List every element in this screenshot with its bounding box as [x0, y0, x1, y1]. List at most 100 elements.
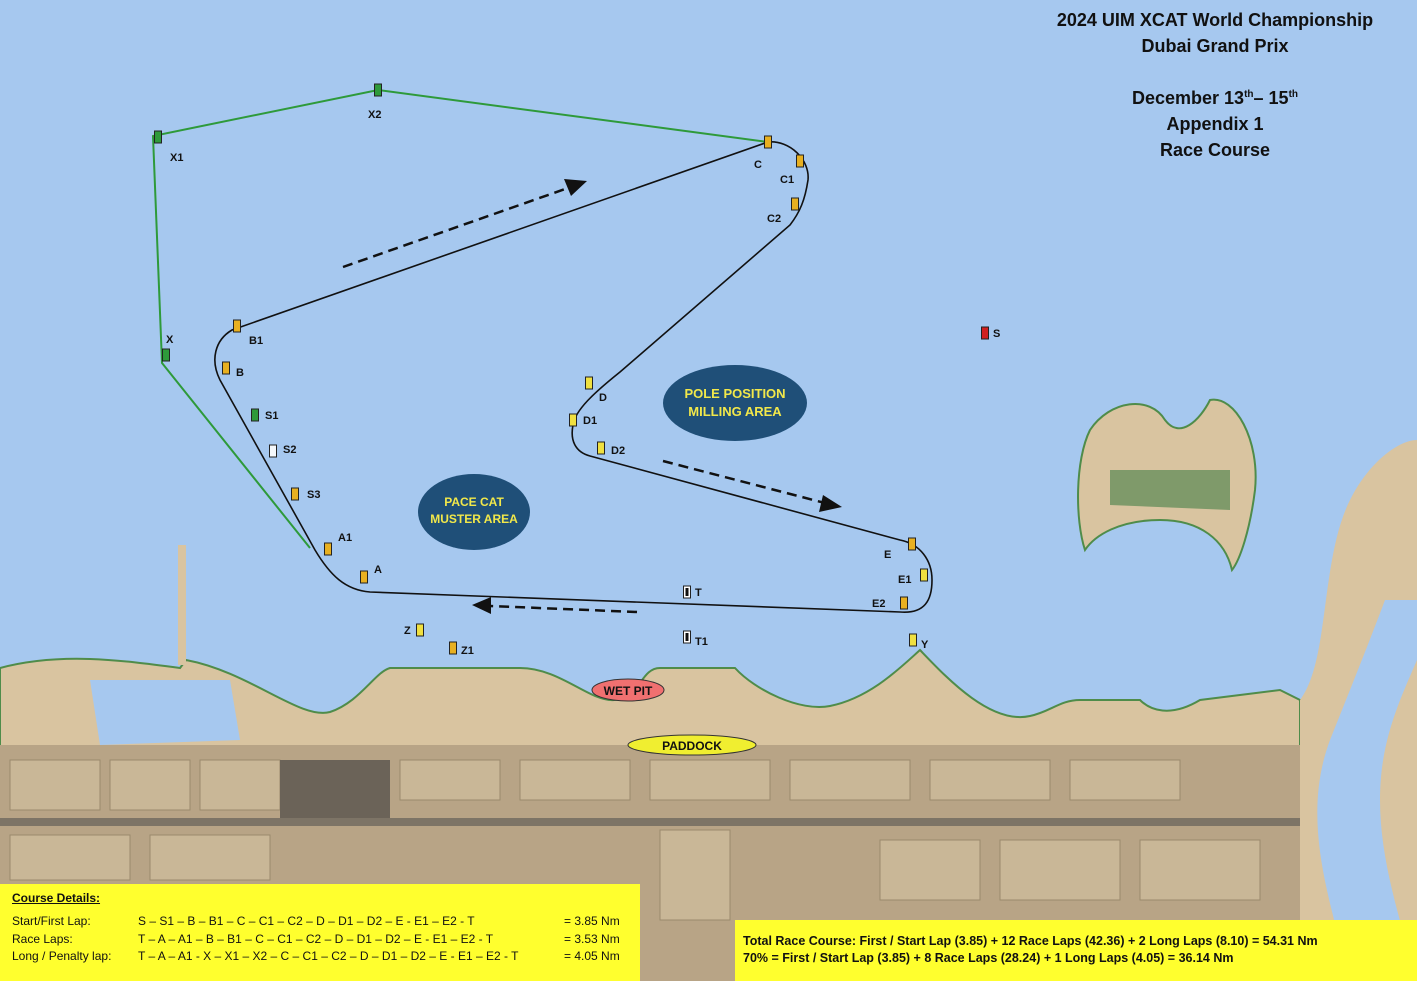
course-row-label: Long / Penalty lap:: [12, 949, 112, 963]
buoy-c: C: [754, 135, 772, 171]
course-row-start: Start/First Lap: S – S1 – B – B1 – C – C…: [12, 914, 632, 930]
wet-pit-label: WET PIT: [591, 678, 665, 702]
title-line-1: 2024 UIM XCAT World Championship: [1056, 10, 1374, 30]
buoy-marker: [154, 130, 162, 144]
dates-sup-1: th: [1244, 89, 1254, 100]
course-row-distance: = 3.85 Nm: [564, 914, 620, 928]
course-row-long: Long / Penalty lap: T – A – A1 - X – X1 …: [12, 949, 632, 965]
buoy-b: B: [222, 361, 244, 379]
buoy-marker: [324, 542, 332, 556]
title-appendix: Appendix 1: [1166, 114, 1264, 134]
buoy-label: E2: [872, 598, 885, 610]
total-race-panel: Total Race Course: First / Start Lap (3.…: [735, 920, 1417, 981]
buoy-marker: [269, 444, 277, 458]
buoy-t1: T1: [683, 630, 708, 648]
buoy-label: Z1: [461, 645, 474, 657]
buoy-marker: [222, 361, 230, 375]
buoy-d1: D1: [569, 413, 597, 427]
pole-area-label-1: POLE POSITION: [684, 386, 785, 401]
buoy-marker: [796, 154, 804, 168]
buoy-label: A: [374, 564, 382, 576]
buoy-marker: [909, 633, 917, 647]
course-row-sequence: S – S1 – B – B1 – C – C1 – C2 – D – D1 –…: [138, 914, 475, 928]
main-road: [0, 818, 1417, 826]
buoy-marker: [908, 537, 916, 551]
buoy-marker: [585, 376, 593, 390]
pole-position-area: POLE POSITION MILLING AREA: [663, 365, 807, 441]
buoy-marker: [791, 197, 799, 211]
buoy-label: B1: [249, 335, 263, 347]
buoy-marker: [291, 487, 299, 501]
buoy-x1: X1: [154, 130, 183, 164]
buoy-x: X: [162, 334, 174, 362]
buoy-c2: C2: [767, 197, 799, 225]
buoy-x2: X2: [368, 83, 382, 121]
buoy-z: Z: [404, 623, 424, 637]
buoy-a: A: [360, 564, 382, 584]
buoy-s: S: [981, 326, 1000, 340]
buoy-label: X2: [368, 109, 381, 121]
jetty: [178, 545, 186, 665]
buoy-marker: [360, 570, 368, 584]
title-dates: December 13th– 15th: [1020, 88, 1410, 109]
dates-sup-2: th: [1288, 89, 1299, 100]
island-resort: [1110, 470, 1230, 510]
buoy-marker: [416, 623, 424, 637]
buoy-marker: [569, 413, 577, 427]
dates-start: December 13: [1131, 88, 1245, 108]
buoy-z1: Z1: [449, 641, 474, 657]
course-row-distance: = 3.53 Nm: [564, 932, 620, 946]
buoy-label: C: [754, 159, 762, 171]
buoy-label: B: [236, 367, 244, 379]
paddock-text: PADDOCK: [662, 739, 722, 753]
direction-arrows: [342, 186, 826, 614]
arrow-head-2: [819, 495, 842, 512]
buoy-marker: [597, 441, 605, 455]
marina-basin: [90, 680, 240, 745]
course-row-sequence: T – A – A1 – B – B1 – C – C1 – C2 – D – …: [138, 932, 494, 946]
buoy-e2: E2: [872, 596, 908, 610]
title-race-course: Race Course: [1159, 140, 1271, 160]
buoy-label: S2: [283, 444, 296, 456]
course-row-label: Race Laps:: [12, 932, 73, 946]
buoy-b1: B1: [233, 319, 263, 347]
buoy-label: D1: [583, 415, 597, 427]
buoy-s2: S2: [269, 444, 296, 458]
buoy-e1: E1: [898, 568, 928, 586]
course-row-sequence: T – A – A1 - X – X1 – X2 – C – C1 – C2 –…: [138, 949, 519, 963]
buoy-marker: [374, 83, 382, 97]
course-row-race: Race Laps: T – A – A1 – B – B1 – C – C1 …: [12, 932, 632, 948]
buoy-label: S3: [307, 489, 320, 501]
pace-area-label-1: PACE CAT: [444, 495, 504, 509]
arrow-head-3: [472, 597, 491, 614]
buoy-marker: [251, 408, 259, 422]
buoy-marker: [981, 326, 989, 340]
arrow-head-1: [564, 179, 587, 196]
buoy-label: Y: [921, 639, 929, 651]
course-details-panel: Course Details: Start/First Lap: S – S1 …: [0, 884, 640, 981]
checker-stripe: [685, 633, 689, 641]
buoy-marker: [764, 135, 772, 149]
buoy-label: X: [166, 334, 174, 346]
pole-area-label-2: MILLING AREA: [688, 404, 782, 419]
total-line-2: 70% = First / Start Lap (3.85) + 8 Race …: [743, 951, 1234, 965]
pace-area-label-2: MUSTER AREA: [430, 512, 518, 526]
buoy-label: Z: [404, 625, 411, 637]
pace-cat-area: PACE CAT MUSTER AREA: [418, 474, 530, 550]
buoy-s3: S3: [291, 487, 320, 501]
course-row-distance: = 4.05 Nm: [564, 949, 620, 963]
buoy-label: X1: [170, 152, 183, 164]
buoy-label: A1: [338, 532, 352, 544]
buoy-label: E: [884, 549, 891, 561]
total-line-1: Total Race Course: First / Start Lap (3.…: [743, 934, 1318, 948]
paddock-label: PADDOCK: [627, 734, 757, 756]
buoy-label: T: [695, 587, 702, 599]
buoy-label: S: [993, 328, 1000, 340]
buoy-a1: A1: [324, 532, 352, 556]
wet-pit-text: WET PIT: [604, 684, 653, 698]
right-channel: [1317, 600, 1417, 981]
buoy-marker: [900, 596, 908, 610]
buoy-d: D: [585, 376, 607, 404]
buoy-s1: S1: [251, 408, 278, 422]
buoy-label: D2: [611, 445, 625, 457]
